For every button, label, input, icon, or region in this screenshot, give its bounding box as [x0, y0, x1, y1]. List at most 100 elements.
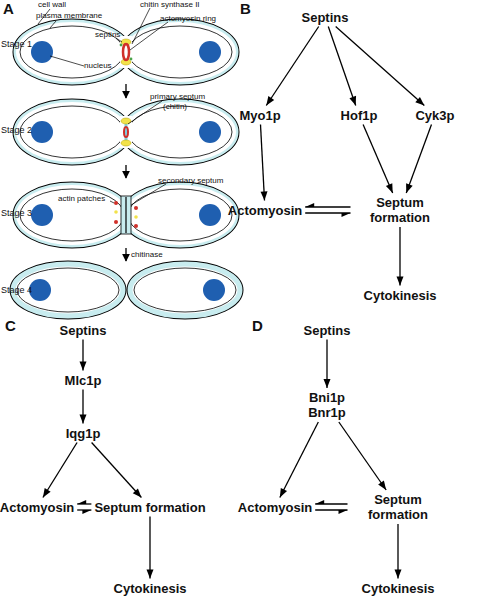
- arrow-connector: [328, 27, 356, 106]
- callout-label: plasma membrane: [36, 12, 102, 21]
- connector-line: [326, 340, 327, 389]
- panel-letter: D: [252, 318, 263, 335]
- callout-label: chitin synthase II: [140, 1, 200, 10]
- arrow-head: [349, 96, 356, 106]
- arrow-connector: [43, 443, 77, 498]
- arrow-head: [280, 488, 287, 498]
- connector-line: [363, 125, 393, 194]
- protein-node: Cytokinesis: [364, 288, 437, 303]
- arrow-connector: [395, 524, 402, 579]
- node-text: Hof1p: [341, 108, 378, 123]
- node-text: Septum formation: [94, 500, 205, 515]
- arrow-head: [378, 481, 386, 490]
- arrow-head: [77, 500, 86, 504]
- stage-label: Stage 2: [1, 126, 32, 136]
- callout-label: chitinase: [131, 251, 163, 260]
- arrow-head: [147, 570, 154, 579]
- arrow-connector: [92, 443, 142, 498]
- protein-node: Actomyosin: [238, 500, 312, 515]
- connector-line: [305, 212, 350, 213]
- node-text: Mlc1p: [65, 373, 102, 388]
- arrow-connector: [280, 422, 318, 498]
- arrow-head: [261, 191, 268, 200]
- protein-node: Septins: [302, 10, 349, 25]
- callout-label: primary septum: [150, 93, 205, 102]
- protein-node: Septum formation: [354, 195, 447, 225]
- arrow-head: [43, 488, 51, 497]
- protein-node: Cyk3p: [415, 108, 454, 123]
- connector-line: [399, 227, 400, 286]
- connector-line: [82, 390, 83, 424]
- arrow-connector: [339, 422, 386, 490]
- node-text: Cytokinesis: [362, 581, 435, 596]
- protein-node: Mlc1p: [65, 373, 102, 388]
- node-text: Septins: [304, 323, 351, 338]
- connector-line: [77, 503, 91, 504]
- arrow-connector: [324, 340, 331, 389]
- arrow-head: [342, 213, 351, 217]
- protein-node: Actomyosin: [0, 500, 74, 515]
- protein-node: Myo1p: [239, 108, 280, 123]
- node-text: Actomyosin: [228, 203, 302, 218]
- equilibrium-arrows: [305, 203, 350, 217]
- connector-line: [43, 443, 77, 498]
- protein-node: Actomyosin: [228, 203, 302, 218]
- arrow-head: [266, 96, 274, 105]
- protein-node: Septins: [60, 323, 107, 338]
- arrow-connector: [261, 125, 268, 201]
- arrow-connector: [80, 390, 87, 424]
- connector-line: [92, 443, 142, 498]
- equilibrium-arrows: [77, 500, 91, 514]
- arrow-connector: [80, 340, 87, 371]
- protein-node: Septins: [304, 323, 351, 338]
- arrow-head: [406, 183, 413, 193]
- connector-line: [397, 524, 398, 579]
- equilibrium-arrows: [315, 500, 347, 514]
- stage-label: Stage 1: [1, 40, 32, 50]
- panel-letter: C: [5, 318, 16, 335]
- arrow-head: [80, 362, 87, 371]
- callout-label: secondary septum: [158, 177, 223, 186]
- protein-node: Cytokinesis: [114, 581, 187, 596]
- connector-line: [339, 422, 386, 490]
- node-text: Actomyosin: [0, 500, 74, 515]
- node-text: Cytokinesis: [364, 288, 437, 303]
- callout-label: septins: [95, 31, 120, 40]
- arrow-head: [324, 379, 331, 388]
- arrow-connector: [397, 227, 404, 286]
- node-text: Bni1p Bnr1p: [302, 390, 352, 420]
- arrow-head: [315, 500, 324, 504]
- node-text: Septins: [60, 323, 107, 338]
- connector-line: [305, 206, 350, 207]
- arrow-head: [80, 415, 87, 424]
- node-text: Septins: [302, 10, 349, 25]
- arrow-connector: [147, 517, 154, 579]
- stage-label: Stage 3: [1, 209, 32, 219]
- node-text: Cyk3p: [415, 108, 454, 123]
- panel-letter: B: [240, 1, 251, 18]
- connector-line: [315, 509, 347, 510]
- protein-node: Bni1p Bnr1p: [302, 390, 352, 420]
- connector-line: [82, 340, 83, 371]
- node-text: Myo1p: [239, 108, 280, 123]
- arrow-connector: [363, 125, 393, 194]
- callout-label: actomyosin ring: [160, 15, 216, 24]
- arrow-head: [386, 183, 393, 193]
- connector-line: [406, 125, 431, 194]
- stage-label: Stage 4: [1, 286, 32, 296]
- protein-node: Septum formation: [351, 492, 446, 522]
- node-text: Septum formation: [351, 492, 446, 522]
- protein-node: Iqg1p: [66, 426, 101, 441]
- arrow-connector: [406, 125, 431, 194]
- panel-letter: A: [3, 1, 14, 18]
- arrow-head: [415, 97, 424, 106]
- node-text: Septum formation: [354, 195, 447, 225]
- arrow-head: [395, 570, 402, 579]
- callout-label: nucleus: [84, 62, 112, 71]
- arrow-head: [397, 277, 404, 286]
- protein-node: Septum formation: [94, 500, 205, 515]
- node-text: Cytokinesis: [114, 581, 187, 596]
- connector-line: [261, 125, 265, 201]
